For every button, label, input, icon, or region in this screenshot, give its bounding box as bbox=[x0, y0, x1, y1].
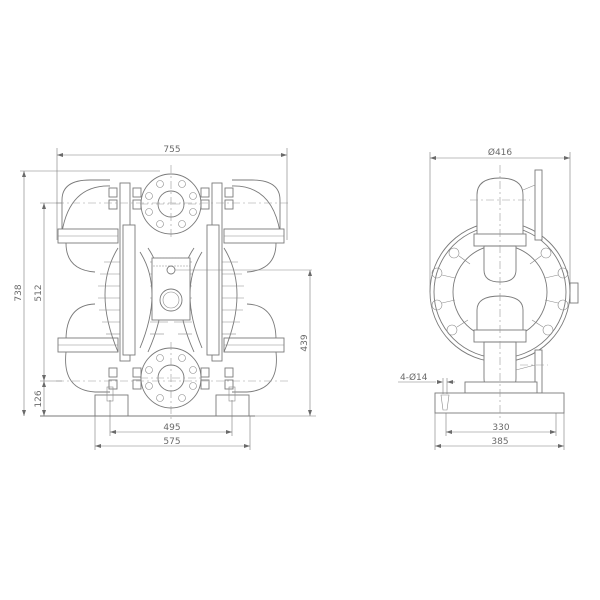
dim-outlet-height: 512 bbox=[34, 202, 62, 381]
side-base bbox=[434, 381, 565, 414]
air-valve-body bbox=[151, 257, 312, 321]
dim-diameter: Ø416 bbox=[429, 147, 571, 292]
svg-text:575: 575 bbox=[163, 437, 180, 447]
dim-overall-width: 755 bbox=[56, 145, 288, 240]
svg-text:330: 330 bbox=[492, 423, 509, 433]
dim-inlet-height: 126 bbox=[34, 380, 62, 416]
dim-air-inlet-height: 439 bbox=[255, 270, 316, 417]
clamp-bars bbox=[119, 182, 223, 362]
upper-dome bbox=[473, 169, 543, 283]
dim-mount-holes: 4-Ø14 bbox=[398, 372, 455, 394]
svg-text:738: 738 bbox=[14, 284, 24, 301]
svg-text:385: 385 bbox=[491, 437, 508, 447]
front-view: 755 738 512 126 bbox=[14, 145, 316, 450]
dim-mount-spacing: 495 bbox=[109, 400, 233, 436]
dim-side-mount-spacing: 330 bbox=[445, 413, 557, 436]
svg-text:439: 439 bbox=[300, 334, 310, 351]
dim-base-depth: 385 bbox=[434, 413, 565, 450]
side-center-lines bbox=[470, 165, 548, 418]
upper-manifold bbox=[57, 179, 285, 273]
side-view: Ø416 4-Ø14 330 385 bbox=[398, 147, 579, 450]
base-feet bbox=[40, 386, 255, 417]
svg-text:512: 512 bbox=[34, 284, 44, 301]
lower-dome bbox=[473, 295, 543, 395]
svg-text:4-Ø14: 4-Ø14 bbox=[400, 372, 428, 383]
svg-text:495: 495 bbox=[163, 423, 180, 433]
dim-base-width: 575 bbox=[94, 416, 251, 450]
bolts bbox=[108, 187, 234, 390]
lower-manifold bbox=[57, 303, 285, 393]
svg-text:126: 126 bbox=[34, 390, 44, 407]
front-center-lines bbox=[56, 165, 290, 420]
svg-text:755: 755 bbox=[163, 145, 180, 155]
dim-overall-height: 738 bbox=[14, 170, 160, 416]
svg-text:Ø416: Ø416 bbox=[488, 147, 513, 158]
